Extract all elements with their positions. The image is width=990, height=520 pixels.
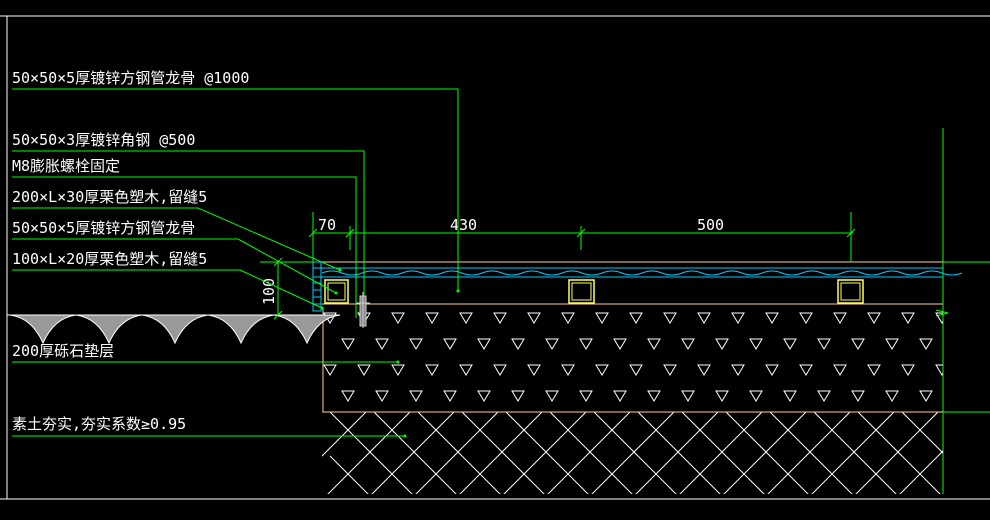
steel-tube-3: [837, 279, 864, 304]
dimension-500: 500: [697, 216, 724, 234]
drawing-frame: [0, 15, 990, 500]
dimension-lines: [260, 212, 856, 320]
edge-board: [312, 261, 322, 312]
label-angle-steel-500: 50×50×3厚镀锌角钢 @500: [12, 131, 195, 149]
label-steel-tube-joist: 50×50×5厚镀锌方钢管龙骨: [12, 219, 195, 237]
label-deck-board-30: 200×L×30厚栗色塑木,留缝5: [12, 188, 207, 206]
existing-ground: [7, 314, 341, 345]
label-steel-tube-joist-1000: 50×50×5厚镀锌方钢管龙骨 @1000: [12, 69, 249, 87]
label-expansion-bolt: M8膨胀螺栓固定: [12, 157, 120, 175]
label-compacted-soil: 素土夯实,夯实系数≥0.95: [12, 415, 186, 433]
expansion-bolt: [356, 292, 370, 328]
dimension-430: 430: [450, 216, 477, 234]
steel-tube-1: [324, 279, 349, 304]
leader-lines: [12, 88, 459, 437]
right-edge-line: [935, 128, 990, 494]
dimension-70: 70: [318, 216, 336, 234]
gravel-layer: [322, 307, 943, 413]
steel-tube-2: [568, 279, 595, 304]
dimension-100: 100: [260, 278, 278, 305]
deck-structure: [312, 261, 963, 328]
label-gravel-bed: 200厚砾石垫层: [12, 342, 114, 360]
compacted-soil-hatch: [322, 412, 943, 494]
label-edge-board-20: 100×L×20厚栗色塑木,留缝5: [12, 250, 207, 268]
